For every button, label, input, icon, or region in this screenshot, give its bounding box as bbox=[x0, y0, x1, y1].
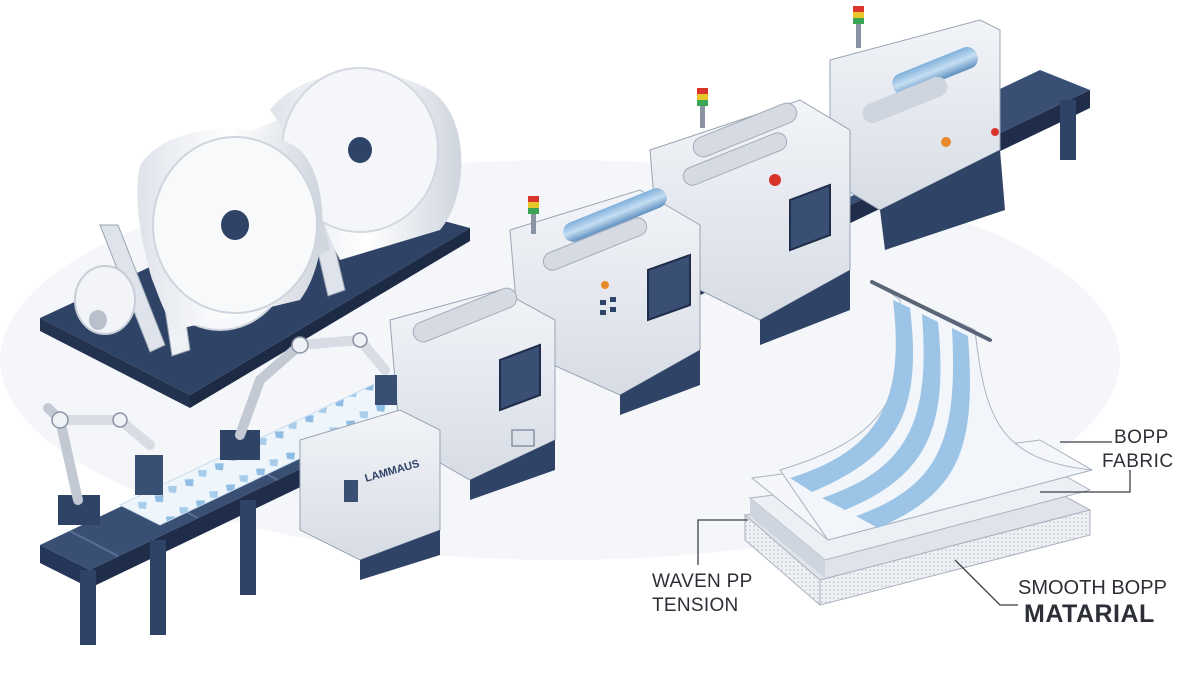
label-bopp-fabric: BOPP FABRIC bbox=[1102, 427, 1174, 472]
robotic-arm-right bbox=[220, 332, 397, 460]
label-bopp-line2: FABRIC bbox=[1102, 450, 1174, 472]
label-smooth-bopp-material: SMOOTH BOPP MATARIAL bbox=[1018, 577, 1167, 628]
paper-roll-back bbox=[270, 67, 462, 260]
print-unit-2 bbox=[509, 188, 701, 415]
label-bopp-line1: BOPP bbox=[1114, 427, 1169, 448]
paper-roll-front bbox=[74, 129, 323, 335]
laminator-unit bbox=[299, 409, 441, 580]
label-smooth-line2: MATARIAL bbox=[1024, 600, 1155, 628]
leader-waven bbox=[697, 519, 748, 565]
label-waven-pp-tension: WAVEN PP TENSION bbox=[652, 572, 753, 616]
leader-fabric bbox=[1040, 470, 1131, 493]
leader-lines bbox=[697, 441, 1131, 606]
label-smooth-line1: SMOOTH BOPP bbox=[1018, 577, 1167, 599]
label-waven-line2: TENSION bbox=[652, 594, 739, 616]
label-waven-line1: WAVEN PP bbox=[652, 571, 753, 592]
leader-smooth bbox=[954, 559, 1018, 606]
robotic-arm-left bbox=[43, 403, 163, 525]
laminate-layers bbox=[743, 280, 1094, 607]
